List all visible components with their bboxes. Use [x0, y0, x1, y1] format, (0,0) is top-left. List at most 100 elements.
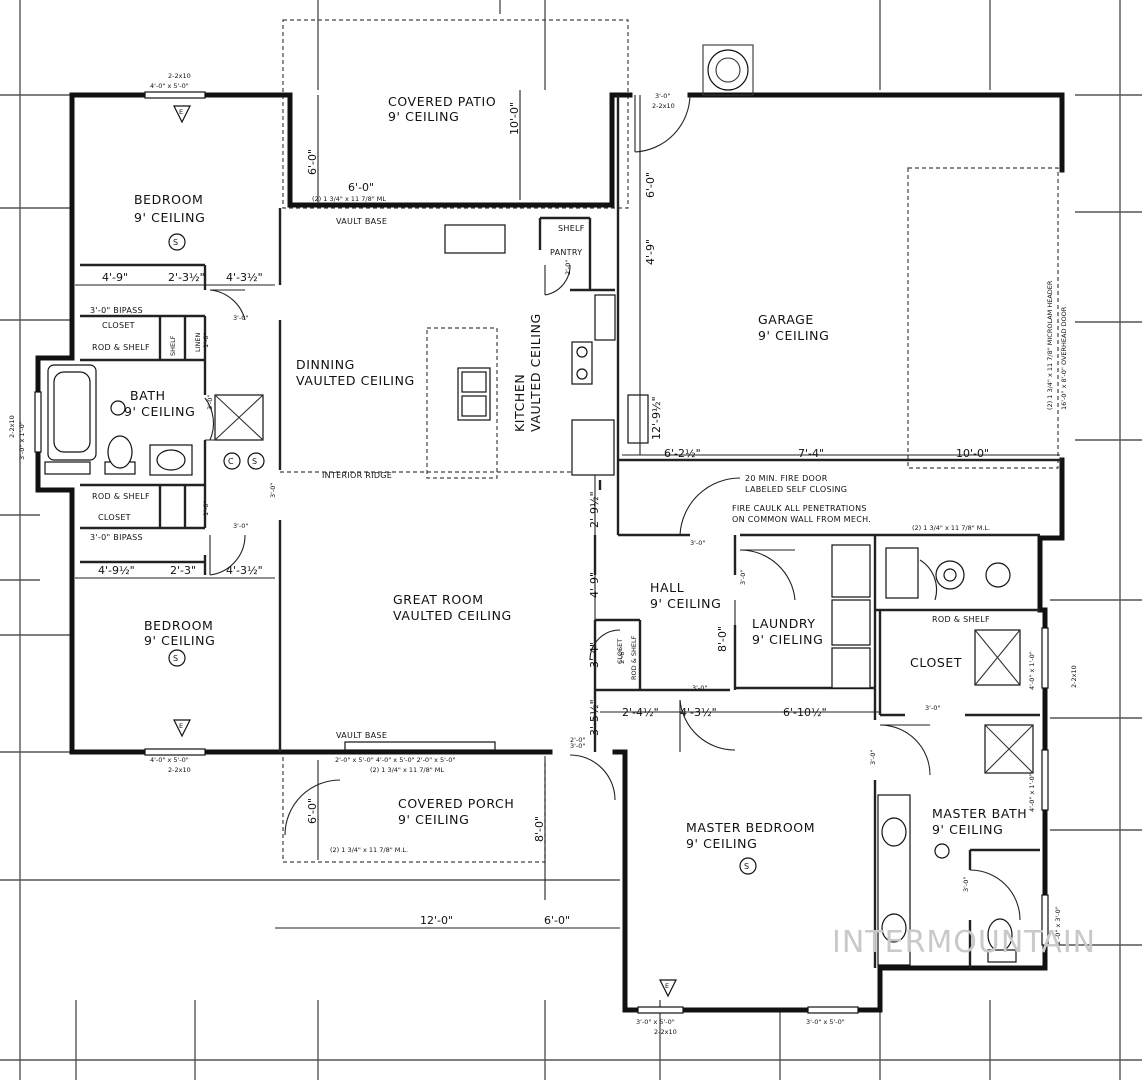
smoke-symbol: S	[173, 654, 178, 663]
rod-shelf-mid-note: ROD & SHELF	[92, 492, 150, 501]
garage-label: GARAGE	[758, 312, 814, 327]
header-bath-note: 2-2x10	[8, 415, 16, 438]
smoke-symbol: S	[252, 457, 257, 466]
dim-hall-2: 4'-9"	[588, 572, 601, 598]
exterior-walls	[35, 92, 1065, 1013]
dim-garage-2: 4'-9"	[644, 239, 657, 265]
dim-door-f: 3'-0"	[739, 570, 747, 585]
covered-areas	[280, 19, 1059, 863]
dinning-ceiling: VAULTED CEILING	[296, 373, 415, 388]
fire-door-note: 20 MIN. FIRE DOOR	[745, 474, 828, 483]
window-bed1-note: 4'-0" x 5'-0"	[150, 82, 189, 90]
window-bath-note: 3'-0" x 1'-0"	[18, 421, 26, 460]
room-labels: COVERED PATIO 9' CEILING BEDROOM 9' CEIL…	[124, 94, 1027, 851]
header-door-garage-note: 2-2x10	[652, 102, 675, 110]
dim-hall-3: 3'-4"	[588, 642, 601, 668]
bipass-bottom-note: 3'-0" BIPASS	[90, 533, 143, 542]
pantry-note: PANTRY	[550, 248, 582, 257]
dim-patio-height: 10'-0"	[508, 102, 521, 135]
dim-door-g: 3'-0"	[692, 684, 707, 692]
garage-ceiling: 9' CEILING	[758, 328, 829, 343]
smoke-detector-icon	[168, 233, 186, 251]
dim-door-16b: 1'-6"	[202, 501, 210, 516]
window-bed2-note: 4'-0" x 5'-0"	[150, 756, 189, 764]
master-bedroom-ceiling: 9' CEILING	[686, 836, 757, 851]
closet-master-label: CLOSET	[910, 655, 962, 670]
header-great-note: (2) 1 3/4" x 11 7/8" ML	[370, 766, 444, 774]
window-mb-right2-note: 4'-0" x 1'-0"	[1028, 773, 1036, 812]
dim-m3: 6'-10½"	[783, 706, 827, 719]
dim-door-c: 3'-0"	[206, 395, 214, 410]
hall-label: HALL	[650, 580, 684, 595]
hall-ceiling: 9' CEILING	[650, 596, 721, 611]
bedroom-2-label: BEDROOM	[144, 618, 213, 633]
rod-shelf-master-note: ROD & SHELF	[932, 615, 990, 624]
egress-marker-icon	[173, 719, 191, 738]
bedroom-1-ceiling: 9' CEILING	[134, 210, 205, 225]
kitchen-ceiling: VAULTED CEILING	[528, 313, 543, 432]
shelf-note: SHELF	[558, 224, 585, 233]
header-right-note: 2-2x10	[1070, 665, 1078, 688]
dim-hall-1: 2'-9½"	[588, 491, 601, 528]
closet-top-note: CLOSET	[102, 321, 135, 330]
dim-closet1-w: 2'-3½"	[168, 271, 205, 284]
header-bed2-note: 2-2x10	[168, 766, 191, 774]
windows	[34, 91, 1049, 1014]
header-patio-note: (2) 1 3/4" x 11 7/8" ML	[312, 195, 386, 203]
window-great-note: 2'-0" x 5'-0" 4'-0" x 5'-0" 2'-0" x 5'-0…	[335, 756, 455, 764]
dim-door-e: 3'-0"	[690, 539, 705, 547]
rod-shelf-hall-note: ROD & SHELF	[630, 635, 638, 680]
dim-porch-depth: 6'-0"	[306, 798, 319, 824]
fixtures	[44, 44, 1034, 966]
device-symbols: S S C S S E E E	[110, 105, 950, 998]
dim-door-20: 2'-0"	[570, 736, 585, 744]
great-room-label: GREAT ROOM	[393, 592, 484, 607]
watermark: INTERMOUNTAIN	[832, 925, 1096, 960]
master-bath-label: MASTER BATH	[932, 806, 1027, 821]
dim-m1: 2'-4½"	[622, 706, 659, 719]
dim-m2: 4'-3½"	[680, 706, 717, 719]
smoke-detector-icon	[247, 452, 265, 470]
dim-door-a: 3'-0"	[233, 314, 248, 322]
co-symbol: C	[228, 457, 234, 466]
great-room-ceiling: VAULTED CEILING	[393, 608, 512, 623]
dim-porch-w2: 6'-0"	[544, 914, 570, 927]
dim-porch-2: 8'-0"	[533, 816, 546, 842]
dim-door-b: 3'-0"	[233, 522, 248, 530]
dim-door2-w: 4'-3½"	[226, 564, 263, 577]
dim-garage-3: 12'-9½"	[650, 396, 663, 440]
vault-base-top: VAULT BASE	[336, 217, 387, 226]
fan-icon	[110, 400, 126, 416]
egress-marker-icon	[173, 105, 191, 124]
dim-porch-w1: 12'-0"	[420, 914, 453, 927]
fire-door-note-2: LABELED SELF CLOSING	[745, 485, 847, 494]
bedroom-2-ceiling: 9' CEILING	[144, 633, 215, 648]
smoke-symbol: S	[744, 862, 749, 871]
laundry-label: LAUNDRY	[752, 616, 816, 631]
dim-door-l: 3'-0"	[655, 92, 670, 100]
covered-patio-ceiling: 9' CEILING	[388, 109, 459, 124]
dim-patio-depth: 6'-0"	[306, 149, 319, 175]
overhead-door-note: 16'-0" x 8'-0" OVERHEAD DOOR	[1060, 306, 1068, 410]
dim-garage-1: 6'-0"	[644, 172, 657, 198]
garage-header-note: (2) 1 3/4" x 11 7/8" MICROLAM HEADER	[1046, 280, 1054, 410]
master-bedroom-label: MASTER BEDROOM	[686, 820, 815, 835]
bath-ceiling: 9' CEILING	[124, 404, 195, 419]
fan-icon	[934, 843, 950, 859]
egress-symbol: E	[179, 722, 183, 730]
egress-symbol: E	[665, 982, 669, 990]
dim-hall-5: 3'-5½"	[588, 699, 601, 736]
bedroom-1-label: BEDROOM	[134, 192, 203, 207]
covered-porch-ceiling: 9' CEILING	[398, 812, 469, 827]
notes: VAULT BASE VAULT BASE INTERIOR RIDGE SHE…	[8, 72, 1078, 1036]
closet-mid-note: CLOSET	[98, 513, 131, 522]
header-hall-note: (2) 1 3/4" x 11 7/8" M.L.	[912, 524, 990, 532]
co-detector-icon	[223, 452, 241, 470]
dim-door1-w: 4'-3½"	[226, 271, 263, 284]
dinning-label: DINNING	[296, 357, 355, 372]
linen-v-note: LINEN	[194, 332, 202, 352]
vault-base-bottom: VAULT BASE	[336, 731, 387, 740]
interior-ridge: INTERIOR RIDGE	[322, 471, 392, 480]
